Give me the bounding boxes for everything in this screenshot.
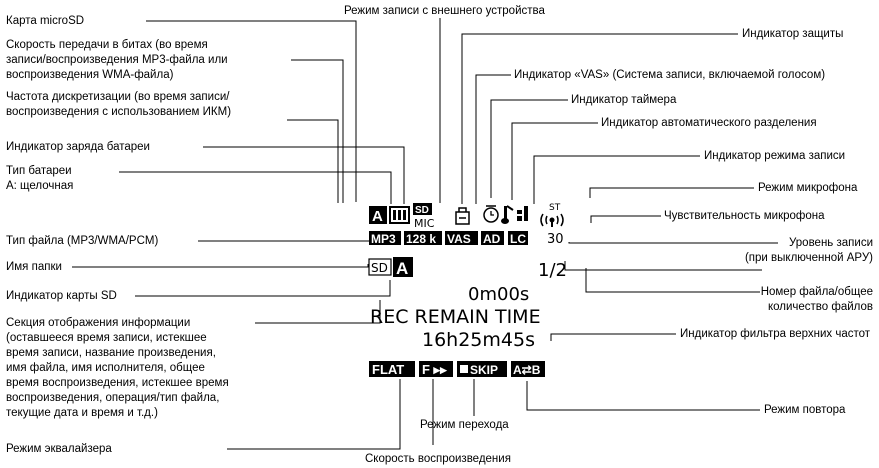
label-sd-indicator: Индикатор карты SD xyxy=(6,290,117,302)
skip-box xyxy=(457,361,507,377)
leader-lines xyxy=(72,18,778,450)
auto-divide-icon xyxy=(501,205,514,224)
lcd-info-section: 0m00s REC REMAIN TIME 16h25m45s xyxy=(370,284,541,351)
label-microsd: Карта microSD xyxy=(6,15,85,27)
bitrate-box xyxy=(404,231,442,245)
battery-type-letter: A xyxy=(372,208,383,225)
svg-text:LC: LC xyxy=(510,232,526,246)
file-count: 1/2 xyxy=(538,260,567,281)
label-rec-mode: Индикатор режима записи xyxy=(704,150,846,162)
label-external-rec: Режим записи с внешнего устройства xyxy=(344,5,545,17)
label-battery-type: Тип батареи A: щелочная xyxy=(6,165,74,192)
svg-text:AD: AD xyxy=(483,232,501,246)
battery-type-box xyxy=(369,206,387,224)
mic-sensitivity-icon xyxy=(540,213,564,227)
lcd-folder-row: SD A 1/2 xyxy=(368,257,567,281)
svg-text:SKIP: SKIP xyxy=(470,363,498,377)
label-repeat: Режим повтора xyxy=(764,404,846,416)
label-bitrate: Скорость передачи в битах (во время запи… xyxy=(6,39,228,81)
rec-level-value: 30 xyxy=(547,232,564,247)
label-sampling: Частота дискретизации (во время записи/ … xyxy=(6,91,232,118)
sd-indicator xyxy=(368,258,392,276)
label-protect: Индикатор защиты xyxy=(742,28,844,40)
label-auto-divide: Индикатор автоматического разделения xyxy=(601,117,817,129)
time-top: 0m00s xyxy=(468,284,529,305)
label-low-cut: Индикатор фильтра верхних частот xyxy=(680,328,871,340)
svg-text:SD: SD xyxy=(415,205,429,216)
label-timer: Индикатор таймера xyxy=(571,94,677,106)
svg-text:F ▸▸: F ▸▸ xyxy=(422,362,448,377)
label-rec-level: Уровень записи (при выключенной АРУ) xyxy=(744,237,873,264)
rec-mode-icon xyxy=(517,206,528,221)
eq-box xyxy=(369,361,415,377)
folder-box xyxy=(393,257,413,277)
lcd-top-row: A SD MIC xyxy=(369,203,564,230)
svg-text:FLAT: FLAT xyxy=(372,362,404,377)
label-skip-mode: Режим перехода xyxy=(420,419,509,431)
label-vas: Индикатор «VAS» (Система записи, включае… xyxy=(514,69,826,81)
label-battery-charge: Индикатор заряда батареи xyxy=(6,141,150,153)
lcd-bottom-row: FLAT F ▸▸ SKIP A⇄B xyxy=(369,361,545,377)
time-bottom: 16h25m45s xyxy=(422,329,535,351)
svg-text:128 k: 128 k xyxy=(406,232,436,246)
vas-box xyxy=(445,231,478,245)
label-file-type: Тип файла (MP3/WMA/PCM) xyxy=(6,235,159,247)
mic-label: MIC xyxy=(414,217,435,230)
lc-box xyxy=(508,231,528,245)
ad-box xyxy=(481,231,504,245)
svg-text:VAS: VAS xyxy=(447,232,471,246)
label-folder-name: Имя папки xyxy=(6,261,62,273)
svg-text:A: A xyxy=(396,259,408,278)
repeat-box xyxy=(511,361,545,377)
sd-card-icon xyxy=(413,203,432,215)
label-mic-mode: Режим микрофона xyxy=(758,182,858,194)
speed-box xyxy=(419,361,453,377)
svg-text:SD: SD xyxy=(371,261,388,275)
file-type-box xyxy=(369,231,401,245)
label-mic-sensitivity: Чувствительность микрофона xyxy=(664,210,825,222)
skip-icon xyxy=(460,365,468,373)
label-play-speed: Скорость воспроизведения xyxy=(365,453,511,465)
label-info-section: Секция отображения информации (оставшеес… xyxy=(6,317,229,419)
lcd-second-row: MP3 128 k VAS AD LC 30 xyxy=(369,231,564,247)
label-file-number: Номер файла/общее количество файлов xyxy=(760,286,873,313)
label-eq-mode: Режим эквалайзера xyxy=(6,443,112,455)
svg-text:MP3: MP3 xyxy=(371,232,396,246)
svg-text:A⇄B: A⇄B xyxy=(513,363,541,377)
rec-remain-label: REC REMAIN TIME xyxy=(370,306,541,328)
stereo-label: ST xyxy=(549,203,561,213)
